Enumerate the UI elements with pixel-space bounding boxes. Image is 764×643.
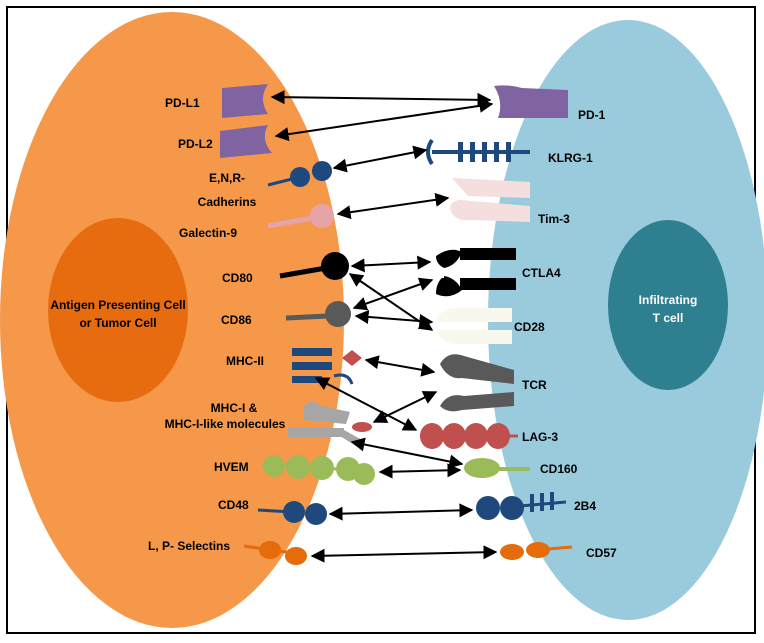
arrow-cadherin-klrg1 [332, 145, 428, 173]
cd80-molecule [279, 252, 349, 280]
pd-1-molecule [494, 85, 568, 118]
label-klrg-1: KLRG-1 [548, 151, 593, 165]
apc-label-line1: Antigen Presenting Cell [50, 298, 185, 312]
arrow-hvem-cd160 [378, 463, 462, 479]
t-cell-label-line2: T cell [653, 311, 684, 325]
galectin-9-molecule [267, 204, 334, 229]
apc-label-line2: or Tumor Cell [79, 316, 156, 330]
apc-nucleus [48, 218, 188, 402]
tcr-molecule [440, 354, 514, 412]
label-cd160: CD160 [540, 462, 578, 476]
label-pd-1: PD-1 [578, 108, 606, 122]
label-pd-l2: PD-L2 [178, 137, 213, 151]
label-tim-3: Tim-3 [538, 212, 570, 226]
selectin-molecule [243, 541, 307, 565]
arrow-pdl2-pd1 [274, 98, 494, 142]
label-cadherins-line2: Cadherins [198, 195, 257, 209]
label-selectins: L, P- Selectins [148, 539, 230, 553]
label-cd80: CD80 [222, 271, 253, 285]
cd57-molecule [500, 542, 573, 560]
pd-l1-molecule [222, 84, 268, 118]
label-cd28: CD28 [514, 320, 545, 334]
cd86-molecule [285, 301, 351, 327]
t-cell-nucleus [608, 220, 728, 390]
label-cd48: CD48 [218, 498, 249, 512]
2b4-molecule [476, 492, 567, 520]
pd-l2-molecule [220, 125, 272, 158]
cadherin-molecule [267, 161, 332, 187]
mhc-ii-molecule [292, 348, 362, 385]
tim-3-molecule [450, 178, 530, 222]
arrow-cd86-ctla4 [352, 277, 434, 311]
label-mhc-ii: MHC-II [226, 354, 264, 368]
label-lag-3: LAG-3 [522, 430, 558, 444]
label-cadherins-line1: E,N,R- [209, 171, 245, 185]
label-cd86: CD86 [221, 313, 252, 327]
arrow-mhci-tcr [372, 391, 438, 423]
label-mhc-i-line1: MHC-I & [211, 401, 258, 415]
label-hvem: HVEM [214, 460, 249, 474]
arrow-selectins-cd57 [310, 545, 498, 563]
cd28-molecule [436, 307, 512, 345]
hvem-molecule [261, 455, 375, 485]
label-ctla4: CTLA4 [522, 266, 561, 280]
lag-3-molecule [420, 423, 518, 449]
label-2b4: 2B4 [574, 499, 596, 513]
arrow-cd48-2b4 [328, 503, 474, 521]
arrow-cd80-ctla4 [350, 255, 432, 273]
arrow-cd86-cd28 [354, 310, 434, 328]
interaction-arrows [270, 90, 498, 563]
ctla4-molecule [430, 248, 516, 297]
klrg-1-molecule [426, 138, 530, 166]
label-galectin-9: Galectin-9 [179, 226, 237, 240]
arrow-mhcii-tcr [364, 355, 436, 377]
label-tcr: TCR [522, 378, 547, 392]
label-pd-l1: PD-L1 [165, 96, 200, 110]
cd48-molecule [257, 501, 327, 525]
label-cd57: CD57 [586, 546, 617, 560]
arrow-pdl1-pd1 [270, 90, 492, 107]
arrow-galectin9-tim3 [336, 192, 450, 220]
cd160-molecule [464, 458, 530, 478]
arrow-mhci-cd160 [350, 437, 464, 469]
t-cell-label-line1: Infiltrating [639, 293, 698, 307]
label-mhc-i-line2: MHC-I-like molecules [165, 417, 286, 431]
